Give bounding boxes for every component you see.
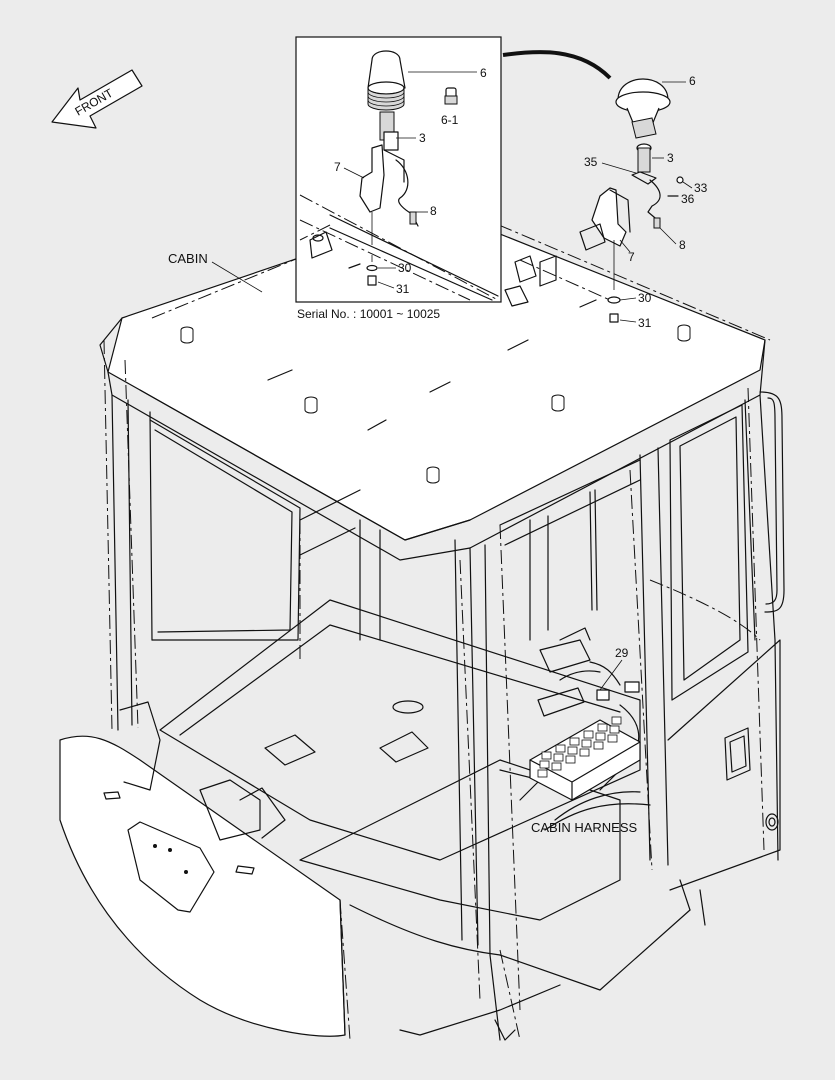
serial-number-text: Serial No. : 10001 ~ 10025 (297, 307, 440, 321)
callout-8-main: 8 (679, 238, 686, 252)
fuse-icon (567, 746, 578, 755)
front-arrow-icon: FRONT (51, 69, 143, 129)
callout-6-1: 6-1 (441, 113, 459, 127)
rotating-beacon-icon (367, 50, 406, 111)
fuse-icon (541, 751, 552, 760)
fuse-icon (583, 730, 594, 739)
fuse-icon (611, 716, 622, 725)
inset-serial-10001-10025: 6 6-1 3 7 8 30 31 (295, 36, 502, 303)
fuse-icon (579, 748, 590, 757)
callout-6-main: 6 (689, 74, 696, 88)
fuse-icon (593, 741, 604, 750)
callout-35: 35 (584, 155, 598, 169)
connector-icon (624, 681, 640, 693)
connector-icon (596, 689, 610, 701)
roof-boss (180, 324, 691, 484)
callout-8-inset: 8 (430, 204, 437, 218)
fuse-icon (581, 739, 592, 748)
cabin-harness (537, 627, 651, 831)
fuse-icon (565, 755, 576, 764)
fuse-icon (539, 760, 550, 769)
bulb-icon (444, 87, 458, 105)
fuse-icon (595, 732, 606, 741)
callout-31-main: 31 (638, 316, 652, 330)
fuse-icon (607, 734, 618, 743)
fuse-icon (551, 762, 562, 771)
callout-36: 36 (681, 192, 695, 206)
callout-33: 33 (694, 181, 708, 195)
fuse-icon (555, 744, 566, 753)
callout-30-inset: 30 (398, 261, 412, 275)
callout-7-main: 7 (628, 250, 635, 264)
callout-3-main: 3 (667, 151, 674, 165)
callout-7-inset: 7 (334, 160, 341, 174)
callout-31-inset: 31 (396, 282, 410, 296)
main-beacon-assembly (504, 78, 684, 323)
callout-3-inset: 3 (419, 131, 426, 145)
callout-29: 29 (615, 646, 629, 660)
fuse-icon (569, 737, 580, 746)
callout-30-main: 30 (638, 291, 652, 305)
cabin-harness-label: CABIN HARNESS (531, 820, 638, 835)
fuse-icon (537, 769, 548, 778)
fuse-box-icon (529, 716, 641, 801)
fuse-icon (553, 753, 564, 762)
callout-6-inset: 6 (480, 66, 487, 80)
fuse-icon (597, 723, 608, 732)
cabin-label: CABIN (168, 251, 208, 266)
harness-routing (103, 199, 771, 1041)
reference-link-arrow (502, 50, 612, 80)
fuse-icon (609, 725, 620, 734)
cabin-body (59, 209, 785, 1041)
